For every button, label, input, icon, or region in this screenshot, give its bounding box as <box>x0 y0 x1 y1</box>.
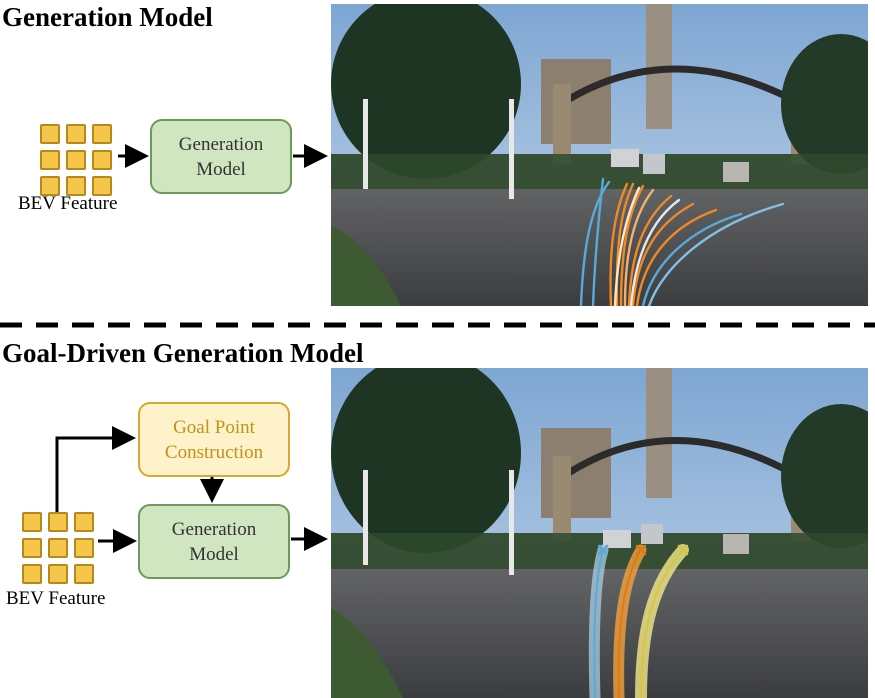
bev-cell <box>66 124 86 144</box>
generation-model-label-line2: Model <box>189 543 239 565</box>
arrow-bev-to-goal <box>55 426 136 512</box>
section-title-generation-model: Generation Model <box>2 2 213 32</box>
section-divider <box>0 322 875 328</box>
bev-cell <box>66 150 86 170</box>
bev-cell <box>40 150 60 170</box>
bev-cell <box>22 564 42 584</box>
driving-scene-image-top <box>331 4 868 306</box>
bev-cell <box>22 512 42 532</box>
bev-cell <box>40 124 60 144</box>
bev-cell <box>40 176 60 196</box>
bev-feature-grid-top <box>40 124 112 196</box>
goal-point-label-line2: Construction <box>164 441 264 463</box>
bev-cell <box>92 150 112 170</box>
bev-cell <box>74 512 94 532</box>
bev-feature-grid-bottom <box>22 512 94 584</box>
goal-point-label-line1: Goal Point <box>173 416 255 438</box>
goal-point-construction-box: Goal Point Construction <box>138 402 290 477</box>
bev-cell <box>74 564 94 584</box>
bev-cell <box>92 124 112 144</box>
driving-scene-image-bottom <box>331 368 868 698</box>
bev-feature-label-bottom: BEV Feature <box>6 588 106 609</box>
generation-model-label-line1: Generation <box>171 518 257 540</box>
section-title-goal-driven: Goal-Driven Generation Model <box>2 338 364 368</box>
generation-model-box-top: Generation Model <box>150 119 292 194</box>
generation-model-label-line2: Model <box>196 158 246 180</box>
bev-cell <box>48 564 68 584</box>
bev-cell <box>74 538 94 558</box>
bev-cell <box>48 538 68 558</box>
bev-cell <box>92 176 112 196</box>
generation-model-label-line1: Generation <box>178 133 264 155</box>
bev-cell <box>22 538 42 558</box>
bev-feature-label-top: BEV Feature <box>18 193 118 214</box>
bev-cell <box>66 176 86 196</box>
bev-cell <box>48 512 68 532</box>
generation-model-box-bottom: Generation Model <box>138 504 290 579</box>
